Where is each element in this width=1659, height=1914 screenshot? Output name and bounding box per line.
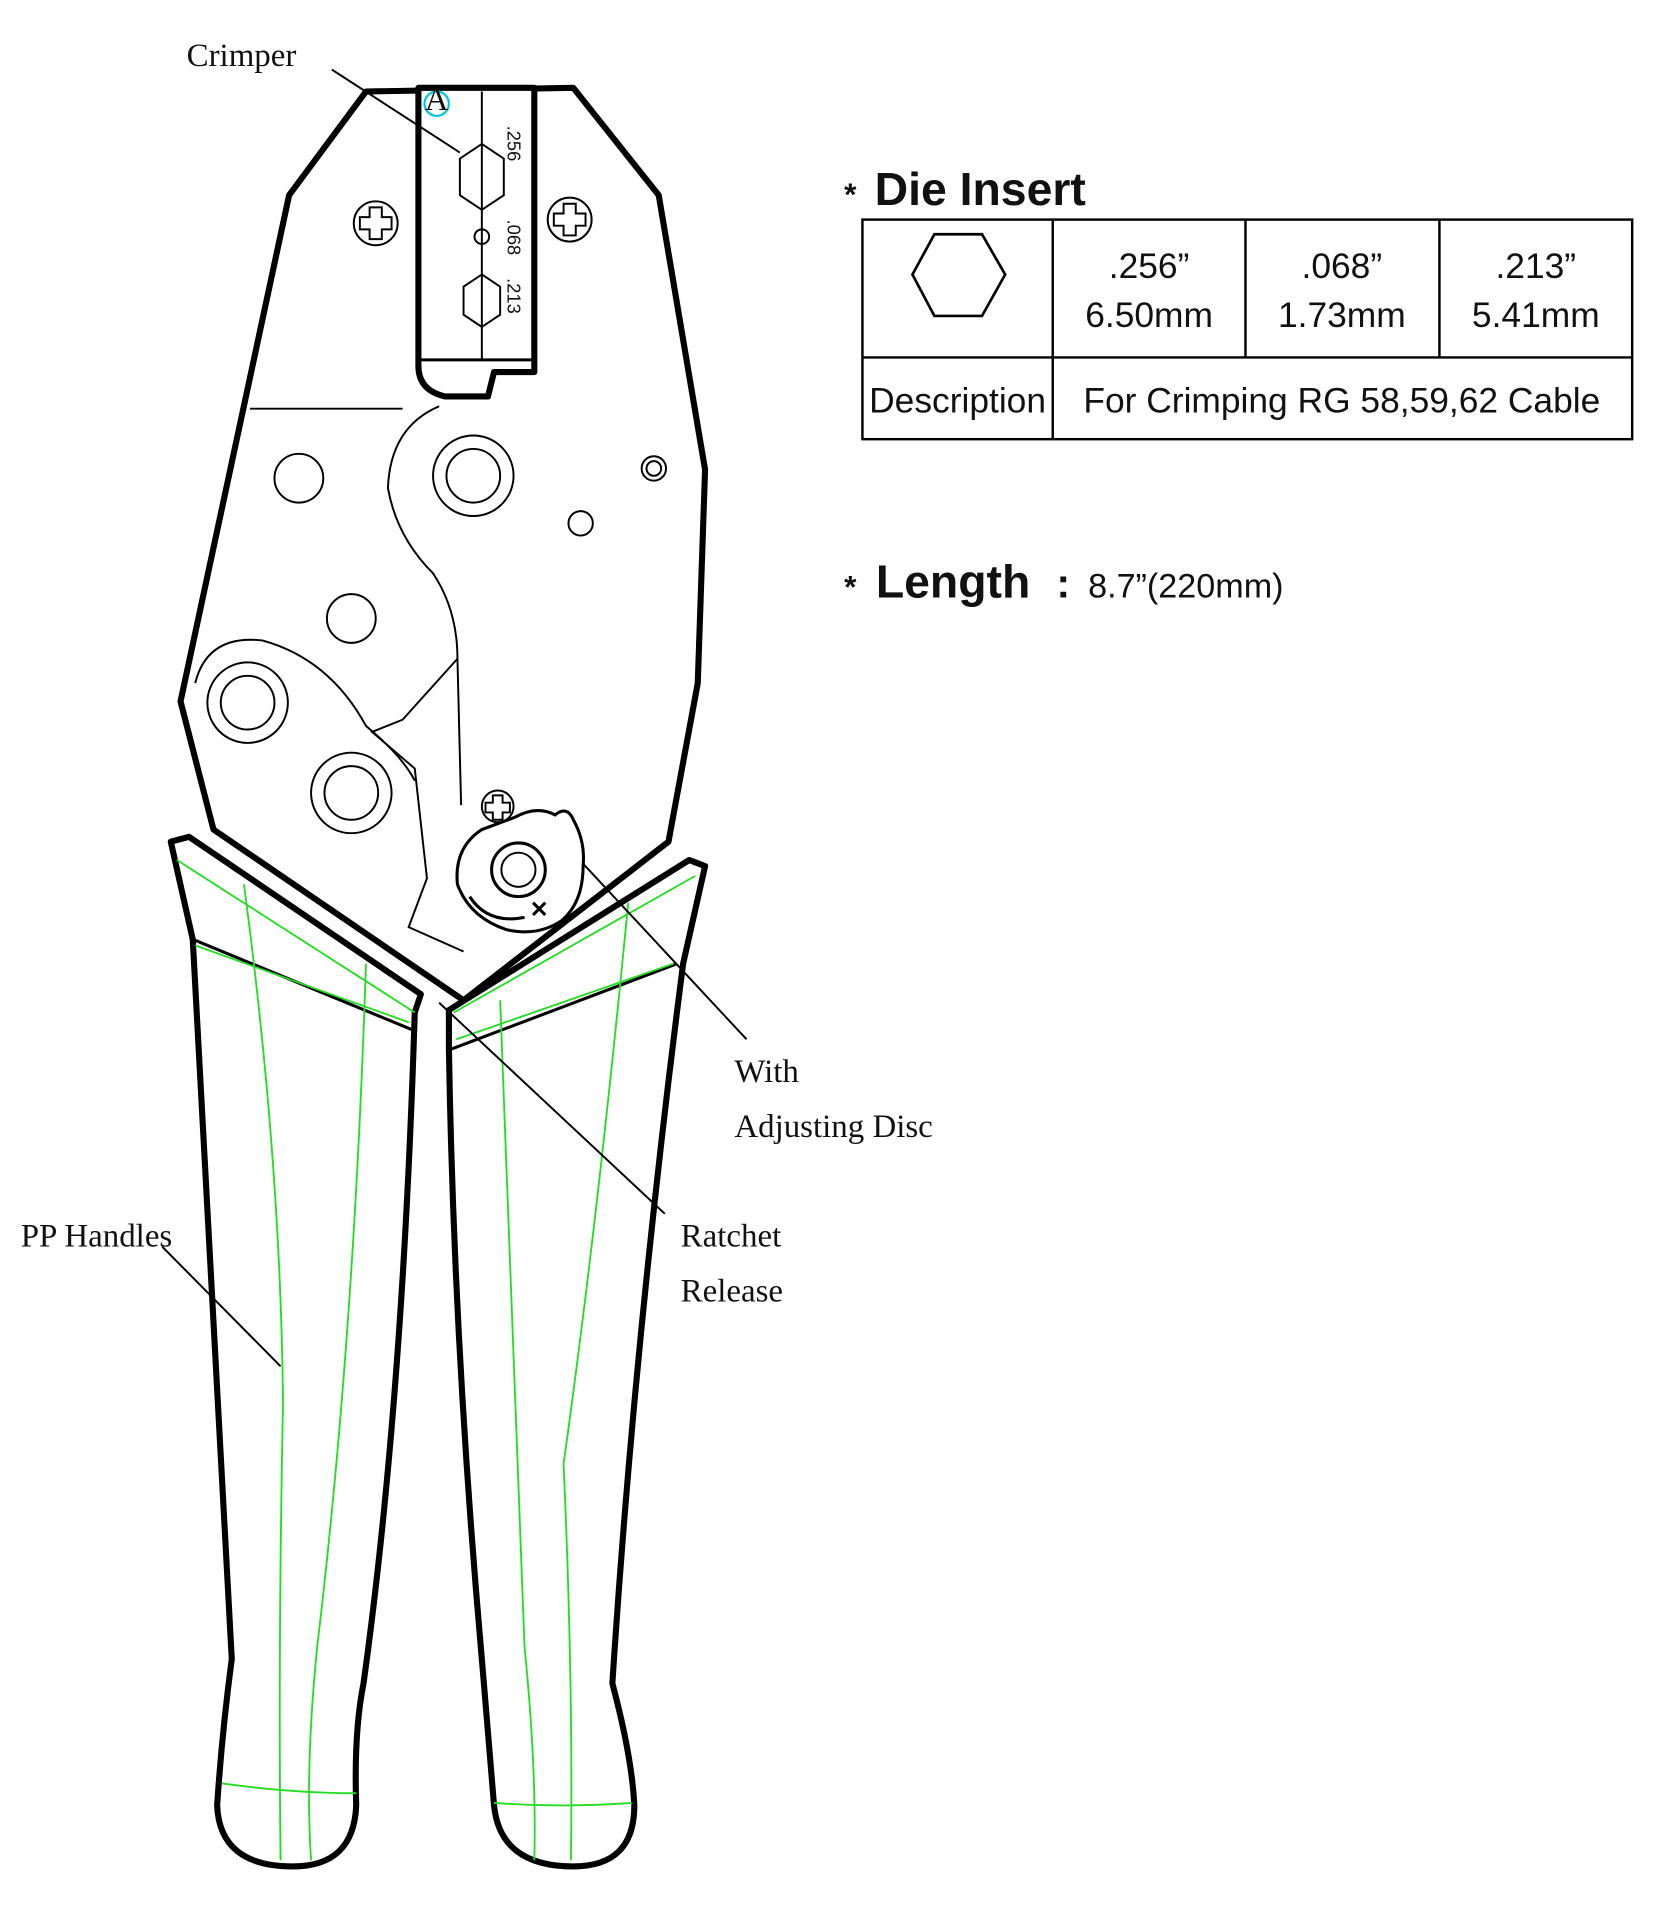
die-insert-title: Die Insert <box>875 163 1086 215</box>
die-insert-table <box>861 218 1634 441</box>
handles-leader-line <box>161 1246 282 1367</box>
crimper-label: Crimper <box>187 38 297 74</box>
adjusting-disc-leader-line <box>582 863 748 1041</box>
die-size-inch: .256” <box>1109 247 1190 286</box>
die-size-inch: .068” <box>1302 247 1383 286</box>
crimper-leader-line <box>331 68 461 154</box>
adjusting-disc-label-line2: Adjusting Disc <box>734 1109 932 1145</box>
pivot-pin-icon <box>206 661 289 744</box>
die-size-inch: .213” <box>1495 247 1576 286</box>
asterisk: * <box>844 569 857 605</box>
die-position-letter: A <box>425 82 449 118</box>
screw-icon <box>352 200 399 247</box>
left-handle <box>167 833 424 1870</box>
die-marking-213: .213 <box>503 278 524 314</box>
ratchet-label-line1: Ratchet <box>681 1219 782 1255</box>
die-size-mm: 1.73mm <box>1278 296 1406 335</box>
die-insert-section: * Die Insert .256” 6.50mm .068” 1.73mm .… <box>844 163 1634 441</box>
length-value: 8.7”(220mm) <box>1088 568 1283 606</box>
ratchet-release-leader-line <box>438 1002 666 1215</box>
die-marking-256: .256 <box>503 126 524 162</box>
adjusting-disc-icon <box>455 789 585 934</box>
description-value: For Crimping RG 58,59,62 Cable <box>1083 381 1600 420</box>
length-label: Length <box>876 556 1030 608</box>
asterisk: * <box>844 176 857 212</box>
right-handle <box>445 856 709 1870</box>
die-size-mm: 6.50mm <box>1085 296 1213 335</box>
hexagon-icon <box>910 232 1007 318</box>
length-spec: * Length : 8.7”(220mm) <box>844 556 1283 608</box>
die-position-marker-icon <box>423 90 451 118</box>
tool-head: A .256 .068 .213 <box>177 82 709 1004</box>
description-label: Description <box>869 381 1046 420</box>
screw-icon <box>546 196 593 243</box>
pivot-pin-icon <box>432 434 515 517</box>
ratchet-label-line2: Release <box>681 1274 783 1310</box>
adjusting-disc-label-line1: With <box>734 1054 799 1090</box>
pivot-pin-icon <box>310 751 393 835</box>
handles-label: PP Handles <box>21 1219 173 1255</box>
die-size-mm: 5.41mm <box>1472 296 1600 335</box>
die-marking-068: .068 <box>503 220 524 256</box>
length-separator: : <box>1056 560 1070 607</box>
